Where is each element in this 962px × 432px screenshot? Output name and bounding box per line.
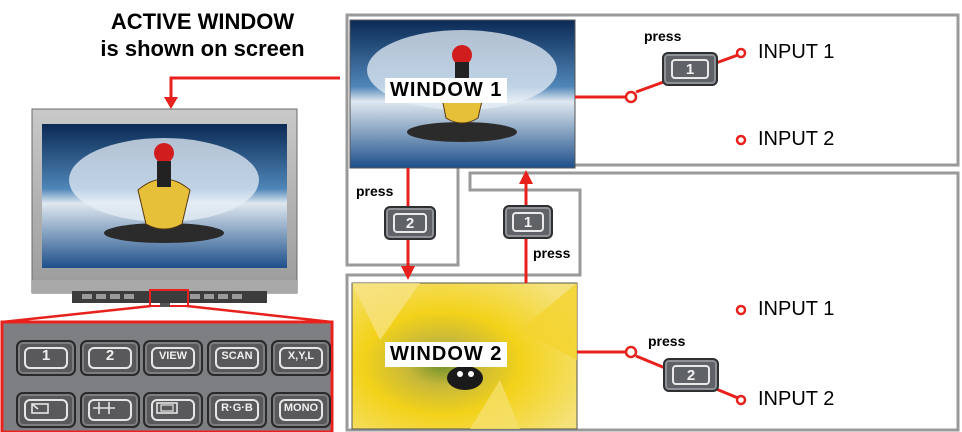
marker-icon — [24, 399, 68, 421]
to-window2-key-label: 2 — [393, 213, 427, 233]
keypad-button-mono[interactable]: MONO — [271, 392, 331, 428]
keypad-button-xyl[interactable]: X,Y,L — [271, 340, 331, 376]
switch2-contact-input1 — [735, 304, 747, 316]
keypad-button-scan[interactable]: SCAN — [207, 340, 267, 376]
to-window1-key-button[interactable]: 1 — [503, 205, 553, 239]
header-line1: ACTIVE WINDOW — [110, 9, 295, 34]
keypad-button-view-label: VIEW — [151, 347, 195, 369]
switch2-press-label: press — [648, 333, 686, 349]
keypad-button-crosshair[interactable] — [80, 392, 140, 428]
switch2-key-button[interactable]: 2 — [663, 358, 719, 392]
keypad-button-xyl-label: X,Y,L — [279, 347, 323, 369]
header-line2: is shown on screen — [100, 36, 305, 61]
header-text: ACTIVE WINDOW is shown on screen — [60, 8, 345, 62]
keypad-button-rgb-label: R·G·B — [215, 399, 259, 421]
safe-area-icon — [151, 399, 195, 421]
switch2-key-label: 2 — [672, 365, 710, 385]
keypad-button-safe-area[interactable] — [143, 392, 203, 428]
keypad-button-2-label: 2 — [88, 347, 132, 369]
header-arrow — [169, 76, 340, 99]
window2-label: WINDOW 2 — [385, 342, 508, 367]
keypad-button-scan-label: SCAN — [215, 347, 259, 369]
switch1-key-button[interactable]: 1 — [662, 52, 718, 86]
keypad-button-1-label: 1 — [24, 347, 68, 369]
switch1-press-label: press — [644, 28, 682, 44]
crosshair-icon — [88, 399, 132, 421]
switch1-contact-input2 — [735, 134, 747, 146]
keypad-button-2[interactable]: 2 — [80, 340, 140, 376]
switch1-contact-input1 — [735, 47, 747, 59]
switch2-contact-input2 — [735, 394, 747, 406]
keypad-button-mono-label: MONO — [279, 399, 323, 421]
keypad-button-1[interactable]: 1 — [16, 340, 76, 376]
switch1-input2-label: INPUT 2 — [758, 128, 835, 150]
to-window1-press-label: press — [533, 245, 571, 261]
switch2-pivot — [624, 345, 638, 359]
to-window1-key-label: 1 — [512, 212, 544, 232]
switch1-key-label: 1 — [671, 59, 709, 79]
switch2-input1-label: INPUT 1 — [758, 298, 835, 320]
to-window2-press-label: press — [356, 183, 394, 199]
switch1-input1-label: INPUT 1 — [758, 41, 835, 63]
keypad-button-rgb[interactable]: R·G·B — [207, 392, 267, 428]
switch1-pivot — [624, 90, 638, 104]
keypad-button-marker[interactable] — [16, 392, 76, 428]
keypad-button-view[interactable]: VIEW — [143, 340, 203, 376]
to-window2-key-button[interactable]: 2 — [384, 206, 436, 240]
window1-label: WINDOW 1 — [385, 78, 508, 103]
switch2-input2-label: INPUT 2 — [758, 388, 835, 410]
window2-frame — [345, 171, 960, 432]
monitor-illustration — [31, 108, 298, 307]
